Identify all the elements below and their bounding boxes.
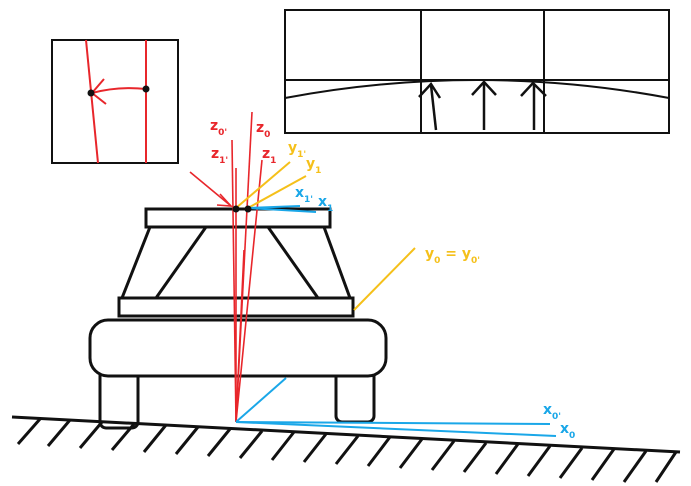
y1p-axis	[235, 161, 291, 209]
axis-labels: z0' z0 z1' z1 y1' y1 x1' x1 y0 = y0' x0'…	[210, 118, 575, 441]
inset-detail-frame	[51, 39, 179, 164]
ground-line	[11, 415, 681, 454]
blue-diagonal	[235, 377, 287, 423]
label-x1: x1	[318, 194, 333, 214]
inset-detail	[51, 39, 179, 164]
y0-axis	[353, 247, 416, 311]
pivot-point-right	[244, 205, 252, 213]
label-y1: y1	[306, 156, 321, 176]
ground-hatching	[16, 418, 678, 483]
inset-curved-arrow	[91, 87, 147, 94]
pivot-point-left	[232, 205, 240, 213]
frame-struts	[152, 225, 320, 299]
pointer-arrow	[189, 171, 232, 207]
ground	[11, 415, 681, 483]
x-axes	[235, 205, 557, 437]
label-z0p: z0'	[210, 118, 227, 138]
x0p-axis	[235, 421, 551, 425]
label-z1: z1	[262, 146, 276, 166]
upward-arrows	[418, 80, 547, 131]
z-axes	[189, 111, 263, 423]
label-x0p: x0'	[543, 402, 561, 422]
label-y1p: y1'	[288, 140, 306, 160]
inset-point-right	[142, 85, 150, 93]
y-axes	[235, 161, 416, 311]
inset-view-frame	[284, 9, 670, 134]
inset-view-arc	[284, 79, 670, 99]
pointer-arrowhead	[216, 193, 233, 207]
label-y0-equals-y0p: y0 = y0'	[425, 246, 480, 266]
y1-axis	[247, 175, 307, 209]
x1-axis	[247, 207, 317, 213]
label-x0: x0	[560, 421, 575, 441]
label-x1p: x1'	[295, 185, 313, 205]
label-z1p: z1'	[211, 146, 228, 166]
label-z0: z0	[256, 120, 270, 140]
x0-axis	[235, 421, 557, 437]
inset-point-left	[87, 89, 95, 97]
inset-view	[284, 9, 670, 134]
z1-axis	[235, 159, 263, 423]
